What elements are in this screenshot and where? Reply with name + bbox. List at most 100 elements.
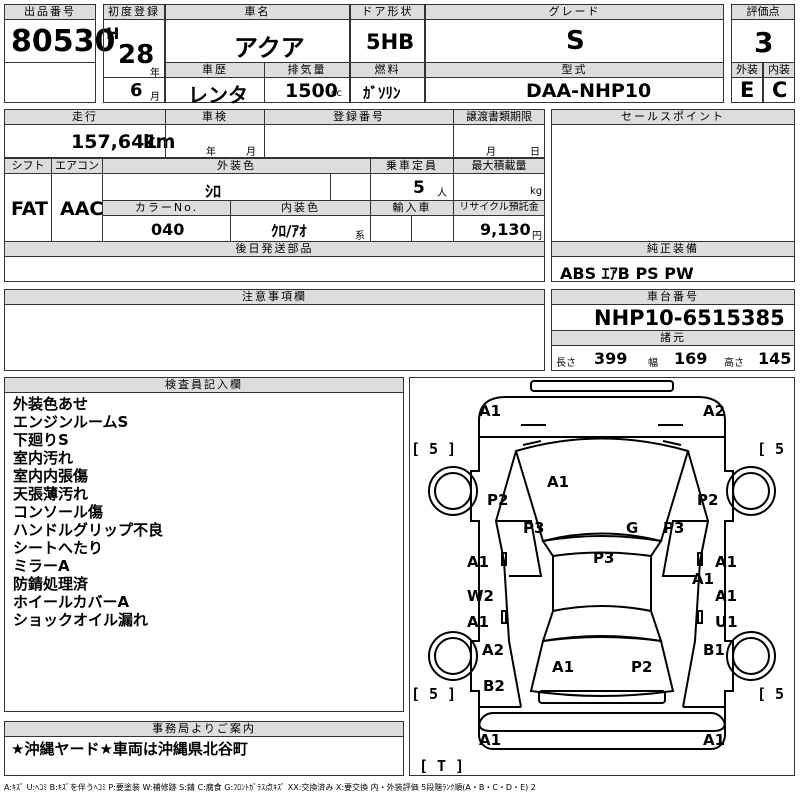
mark-quarter-left: A2 (482, 641, 504, 659)
note-line: 下廻りS (13, 431, 69, 449)
import-box-b (411, 215, 454, 242)
first-reg-label: 初度登録 (103, 4, 165, 20)
import-box-a (370, 215, 412, 242)
recycle-fee: 9,130 (480, 220, 531, 239)
car-name-box: アクア (165, 19, 350, 63)
door-label: ドア形状 (350, 4, 425, 20)
mark-front-door-right: A1 (715, 553, 737, 571)
dims-box: 長さ 399 幅 169 高さ 145 (551, 345, 795, 371)
lot-label: 出品番号 (4, 4, 96, 20)
mark-fender-left: P2 (487, 491, 508, 509)
capacity-box: 5 人 (370, 173, 454, 201)
load-unit: kg (530, 186, 543, 197)
int-score: C (772, 78, 788, 102)
inspector-label: 検査員記入欄 (4, 377, 404, 393)
note-line: 室内内張傷 (13, 467, 89, 485)
fuel-box: ｶﾞｿﾘﾝ (350, 77, 425, 103)
mileage-label: 走行 (4, 109, 166, 125)
chassis-box: NHP10-6515385 (551, 304, 795, 331)
colorno-label: カラーNo. (102, 200, 231, 216)
history-label: 車歴 (165, 62, 265, 78)
color: ｼﾛ (205, 182, 222, 201)
deadline-month-unit: 月 (486, 147, 496, 158)
int-color-box: ｸﾛ/ｱｵ 系 (230, 215, 371, 242)
damage-diagram: A1 A2 P2 A1 P2 P3 G P3 P3 A1 A1 A1 W2 A1… (409, 377, 795, 776)
mark-rear-door-left: W2 (467, 587, 494, 605)
note-line: ハンドルグリップ不良 (13, 521, 164, 539)
mark-rocker-left: A1 (467, 613, 489, 631)
mark-front-left: A1 (479, 402, 501, 420)
displacement-label: 排気量 (264, 62, 350, 78)
lot-number: 80530 (11, 24, 116, 59)
office-note: ★沖縄ヤード★車両は沖縄県北谷町 (11, 740, 248, 758)
sales-point-label: セールスポイント (551, 109, 795, 125)
year-unit: 年 (150, 68, 160, 79)
tire-spare: [ T ] (419, 757, 464, 775)
displacement: 1500 (285, 80, 338, 102)
tire-front-left: [ 5 ] (411, 440, 456, 458)
model: DAA-NHP10 (526, 80, 652, 102)
mark-quarter-right: B1 (703, 641, 725, 659)
recycle-box: 9,130 円 (453, 215, 545, 242)
reg-month: 6 (130, 80, 143, 101)
grade: S (566, 26, 585, 56)
door-type: 5HB (366, 30, 415, 54)
wid-label: 幅 (648, 358, 658, 369)
mark-rear-left: A1 (479, 731, 501, 749)
recycle-unit: 円 (532, 231, 542, 242)
mark-rear-glass: A1 (552, 658, 574, 676)
int-color-unit: 系 (355, 231, 365, 242)
mark-roof: P3 (593, 549, 614, 567)
shift-box: FAT (4, 173, 52, 242)
history: レンタ (188, 83, 248, 107)
mark-front-door-left: A1 (467, 553, 489, 571)
score-label: 評価点 (731, 4, 795, 20)
note-line: コンソール傷 (13, 503, 104, 521)
capacity: 5 (413, 178, 425, 198)
chassis-number: NHP10-6515385 (594, 306, 785, 330)
equipment-label: 純正装備 (551, 241, 795, 257)
tire-front-right: [ 5 ] (757, 440, 794, 458)
capacity-unit: 人 (437, 188, 447, 199)
ac-label: エアコン (51, 158, 103, 174)
note-line: シートへたり (13, 539, 104, 557)
mark-trunk: P2 (631, 658, 652, 676)
mark-rocker-right: U1 (715, 613, 738, 631)
legend: A:ｷｽﾞ U:ﾍｺﾐ B:ｷｽﾞを伴うﾍｺﾐ P:要塗装 W:補修跡 S:錆 … (4, 783, 536, 792)
height: 145 (758, 349, 792, 368)
shift-label: シフト (4, 158, 52, 174)
mileage-unit: km (143, 131, 176, 153)
mark-windshield: G (626, 519, 638, 537)
spec-label: 諸元 (551, 330, 795, 346)
inspection-label: 車検 (165, 109, 265, 125)
mark-rear-right: A1 (703, 731, 725, 749)
int-label: 内装 (763, 62, 795, 78)
lot-blank (4, 62, 96, 103)
mark-front-right: A2 (703, 402, 725, 420)
first-reg-box: H 28 年 (103, 19, 165, 79)
mark-pillar-left: P3 (523, 519, 544, 537)
mark-pillar-right: P3 (663, 519, 684, 537)
ac-box: AAC (51, 173, 103, 242)
door-box: 5HB (350, 19, 425, 63)
era: H (106, 24, 120, 43)
car-name: アクア (234, 34, 305, 62)
displacement-box: 1500 cc (264, 77, 350, 103)
color-sub-box (330, 173, 371, 201)
regno-label: 登録番号 (264, 109, 454, 125)
reg-year: 28 (118, 40, 155, 70)
len-label: 長さ (556, 358, 576, 369)
color-label: 外装色 (102, 158, 371, 174)
car-outline: A1 A2 P2 A1 P2 P3 G P3 P3 A1 A1 A1 W2 A1… (411, 380, 794, 775)
grade-box: S (425, 19, 724, 63)
insp-year-unit: 年 (206, 147, 216, 158)
office-label: 事務局よりご案内 (4, 721, 404, 737)
tire-rear-right: [ 5 ] (757, 685, 794, 703)
int-box: C (763, 77, 795, 103)
caution-label: 注意事項欄 (4, 289, 545, 305)
mileage-box: 157,641 km (4, 124, 175, 158)
note-line: 外装色あせ (13, 395, 89, 413)
fuel-label: 燃料 (350, 62, 425, 78)
later-parts-box (4, 256, 545, 282)
int-color-label: 内装色 (230, 200, 371, 216)
